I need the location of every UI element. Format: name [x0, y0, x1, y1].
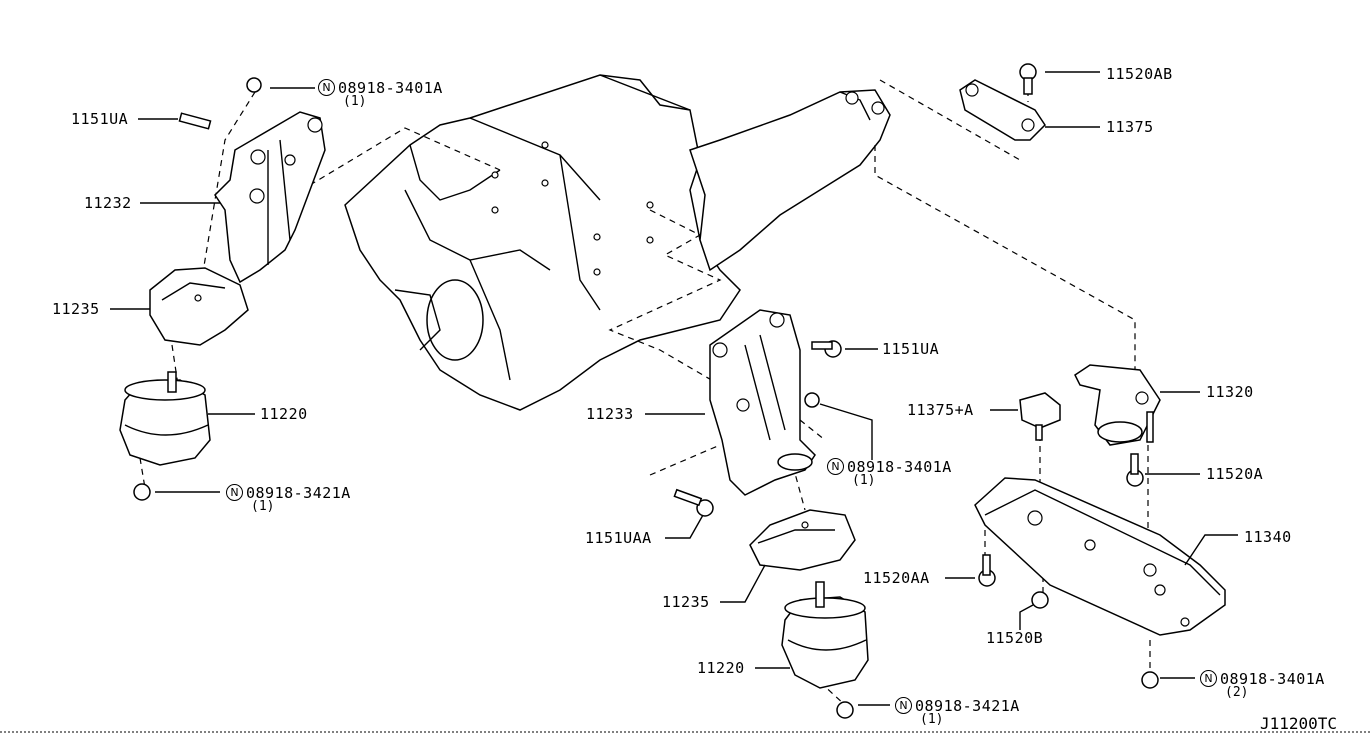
- callout-11520a: 11520A: [1206, 465, 1264, 483]
- callout-08918-3421a: 08918-3421A: [246, 484, 351, 502]
- callout-11233: 11233: [586, 405, 634, 423]
- callout-11235: 11235: [662, 593, 710, 611]
- n-symbol: N: [827, 458, 844, 475]
- callout-qty: (1): [251, 499, 275, 514]
- callout-qty: (2): [1225, 685, 1249, 700]
- heat-shield-right: [749, 509, 856, 571]
- callout-1151uaa: 1151UAA: [585, 529, 652, 547]
- callout-11235: 11235: [52, 300, 100, 318]
- engine-bracket-right: [709, 309, 816, 496]
- n-symbol: N: [895, 697, 912, 714]
- callout-qty: (1): [343, 94, 367, 109]
- crossmember: [974, 477, 1226, 636]
- leader-lines: [110, 71, 1238, 706]
- assembly-lines: [139, 79, 1151, 706]
- diagram-id: J11200TC: [1260, 714, 1338, 733]
- engine-bracket-left: [214, 111, 326, 284]
- callout-08918-3401a: 08918-3401A: [1220, 670, 1325, 688]
- n-symbol: N: [318, 79, 335, 96]
- callout-11220: 11220: [697, 659, 745, 677]
- callout-11220: 11220: [260, 405, 308, 423]
- n-symbol: N: [226, 484, 243, 501]
- dynamic-damper: [1019, 392, 1061, 441]
- callout-qty: (1): [920, 712, 944, 727]
- heat-shield-left: [149, 267, 249, 346]
- callout-11520ab: 11520AB: [1106, 65, 1173, 83]
- callout-11320: 11320: [1206, 383, 1254, 401]
- callout-08918-3401a: 08918-3401A: [338, 79, 443, 97]
- callout-1151ua: 1151UA: [71, 110, 129, 128]
- callout-1151ua: 1151UA: [882, 340, 940, 358]
- rear-mount: [1074, 364, 1161, 446]
- engine-block: [344, 74, 741, 411]
- engine-mount-right: [781, 581, 869, 689]
- rear-stay: [959, 79, 1046, 141]
- engine-mount-left: [119, 371, 211, 466]
- callout-08918-3421a: 08918-3421A: [915, 697, 1020, 715]
- callout-11375-a: 11375+A: [907, 401, 974, 419]
- callout-08918-3401a: 08918-3401A: [847, 458, 952, 476]
- callout-11375: 11375: [1106, 118, 1154, 136]
- fasteners: [133, 63, 1159, 719]
- callout-qty: (1): [852, 473, 876, 488]
- callout-11340: 11340: [1244, 528, 1292, 546]
- n-symbol: N: [1200, 670, 1217, 687]
- transmission: [689, 89, 891, 272]
- callout-11232: 11232: [84, 194, 132, 212]
- callout-11520aa: 11520AA: [863, 569, 930, 587]
- callout-11520b: 11520B: [986, 629, 1044, 647]
